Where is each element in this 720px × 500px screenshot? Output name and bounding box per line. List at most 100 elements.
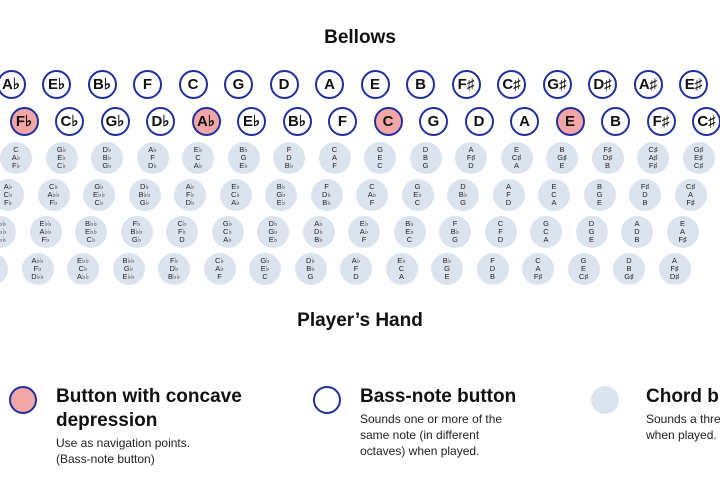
chord-button[interactable]: E♭♭C♭A♭♭: [67, 253, 99, 285]
chord-button[interactable]: F♯D♯B: [591, 142, 624, 174]
chord-button[interactable]: F♭D♭B♭♭: [158, 253, 190, 285]
chord-button[interactable]: D♭♭B♭♭G♭♭: [0, 253, 8, 285]
chord-button[interactable]: A♭C♭F♭: [0, 179, 24, 211]
bass-button[interactable]: D: [464, 106, 494, 136]
bass-button[interactable]: B♭: [282, 106, 312, 136]
chord-note: E♭: [260, 264, 270, 273]
chord-button[interactable]: D♭B♭G♭: [91, 142, 123, 174]
bass-button[interactable]: D♯: [588, 69, 617, 99]
chord-button[interactable]: G♯E♯C♯: [682, 142, 715, 174]
chord-button[interactable]: C♭A♭F: [203, 253, 236, 285]
chord-button[interactable]: C♭A♭♭F♭: [37, 179, 70, 211]
chord-button[interactable]: A♭♭F♭D♭♭: [21, 253, 54, 285]
chord-button[interactable]: C♯A♯F♯: [637, 142, 669, 174]
concave-bass-button[interactable]: A♭: [191, 106, 221, 136]
chord-button[interactable]: E♭A♭F: [348, 216, 380, 248]
concave-bass-button[interactable]: E: [555, 106, 585, 136]
chord-button[interactable]: B♭G♭E♭: [265, 179, 297, 211]
chord-note: B♭: [239, 145, 248, 154]
bass-button[interactable]: F: [133, 69, 162, 99]
chord-button[interactable]: G♭E♭C♭: [45, 142, 78, 174]
chord-button[interactable]: A♭D♭B♭: [302, 216, 335, 248]
bass-button[interactable]: G♭: [100, 106, 130, 136]
bass-button[interactable]: F♯: [646, 106, 676, 136]
bass-button[interactable]: C: [178, 69, 208, 99]
chord-button[interactable]: E♭♭A♭♭F♭: [29, 216, 62, 248]
chord-button[interactable]: D♭B♭♭G♭: [128, 179, 161, 211]
bass-button[interactable]: G: [419, 106, 448, 136]
bass-button[interactable]: A: [510, 106, 539, 136]
bass-button[interactable]: G: [224, 69, 253, 99]
chord-button[interactable]: F♭B♭♭G♭: [120, 216, 153, 248]
chord-button[interactable]: G♭E♭C: [249, 253, 281, 285]
bass-button[interactable]: D♭: [146, 106, 175, 136]
bass-button[interactable]: B: [406, 69, 435, 99]
concave-bass-button[interactable]: C: [373, 106, 403, 136]
chord-button[interactable]: G♭C♭A♭: [211, 216, 244, 248]
bass-button[interactable]: E♭: [42, 69, 71, 99]
bass-button[interactable]: C♯: [692, 106, 720, 136]
chord-button[interactable]: B♭♭E♭♭C♭: [75, 216, 107, 248]
bass-button[interactable]: B: [601, 106, 630, 136]
bass-button[interactable]: A: [315, 69, 344, 99]
chord-button[interactable]: B♭♭G♭E♭♭: [112, 253, 145, 285]
bass-button[interactable]: C♭: [55, 106, 84, 136]
chord-button[interactable]: C♭F♭D: [166, 216, 198, 248]
bass-button[interactable]: E♯: [679, 69, 708, 99]
chord-button[interactable]: A♭♭D♭♭B♭♭: [0, 216, 16, 248]
chord-button[interactable]: D♭B♭G: [294, 253, 327, 285]
bass-button[interactable]: F: [328, 106, 357, 136]
bass-button[interactable]: G♯: [542, 69, 572, 99]
bass-button[interactable]: F♯: [451, 69, 481, 99]
chord-button[interactable]: B♭E♭C: [393, 216, 426, 248]
bass-button[interactable]: A♭: [0, 69, 26, 99]
bass-button[interactable]: D: [269, 69, 299, 99]
bass-button[interactable]: A♯: [633, 69, 663, 99]
bass-button[interactable]: E: [360, 69, 390, 99]
chord-button[interactable]: A♭F♭D♭: [174, 179, 206, 211]
bass-button[interactable]: E♭: [237, 106, 266, 136]
chord-button[interactable]: E♭C♭A♭: [219, 179, 252, 211]
bass-button[interactable]: C♯: [497, 69, 526, 99]
chord-note: E♭♭: [122, 272, 135, 281]
concave-bass-button[interactable]: F♭: [9, 106, 39, 136]
chord-button[interactable]: D♭G♭E♭: [257, 216, 289, 248]
chord-note: F♭: [41, 235, 50, 244]
bass-button[interactable]: B♭: [87, 69, 117, 99]
chord-button[interactable]: G♭E♭♭C♭: [83, 179, 115, 211]
